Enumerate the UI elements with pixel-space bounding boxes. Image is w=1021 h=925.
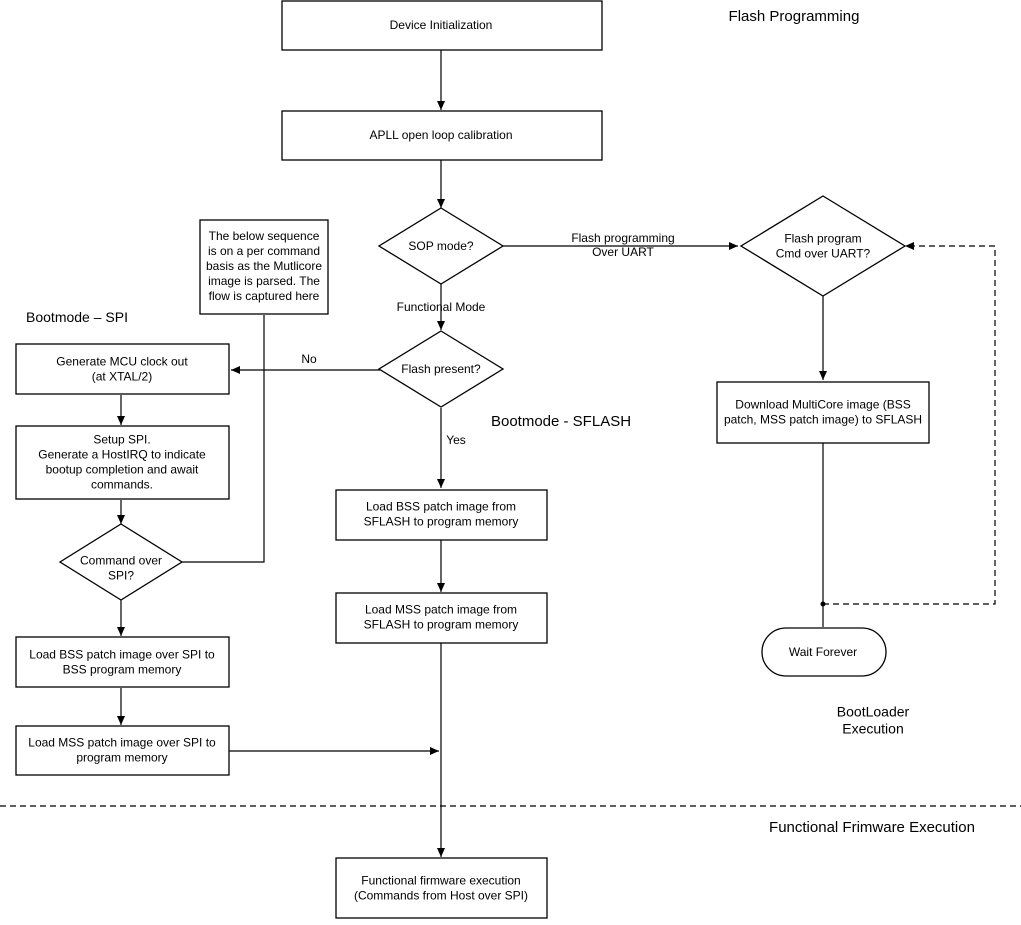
device-init-box: [281, 0, 603, 51]
no-edge-label-line: No: [301, 352, 317, 366]
setup-spi-label-line: commands.: [91, 478, 153, 492]
load-bss-spi-label-line: BSS program memory: [63, 663, 182, 677]
wait-forever-label-line: Wait Forever: [789, 645, 857, 659]
yes-edge-label-line: Yes: [446, 433, 466, 447]
sop-mode-diamond: [377, 207, 505, 285]
note-label-line: basis as the Mutlicore: [206, 259, 322, 273]
note-label-line: flow is captured here: [209, 289, 320, 303]
shapes: [15, 0, 930, 919]
yes-edge-label: Yes: [446, 433, 466, 447]
section-bootmode-spi-line: Bootmode – SPI: [26, 309, 128, 325]
note-label-line: The below sequence: [209, 229, 320, 243]
functional-fw-label-line: (Commands from Host over SPI): [354, 889, 528, 903]
functional-fw-box: [335, 857, 548, 919]
section-bootmode-sflash-line: Bootmode - SFLASH: [491, 413, 631, 430]
device-init-label-line: Device Initialization: [390, 18, 493, 32]
gen-mcu-clock-label-line: (at XTAL/2): [92, 370, 152, 384]
apll-label: APLL open loop calibration: [370, 128, 513, 142]
gen-mcu-clock-label: Generate MCU clock out(at XTAL/2): [56, 355, 188, 384]
load-mss-spi-label-line: program memory: [76, 751, 167, 765]
flash-programming-uart-edge-label-line: Flash programming: [571, 231, 674, 245]
line-note-to-cmd: [182, 315, 265, 563]
flash-present-diamond: [377, 330, 505, 408]
functional-mode-edge-label: Functional Mode: [397, 300, 486, 314]
device-init-label: Device Initialization: [390, 18, 493, 32]
load-bss-spi-label-line: Load BSS patch image over SPI to: [29, 648, 215, 662]
load-bss-sflash-label-line: SFLASH to program memory: [364, 515, 519, 529]
setup-spi-label-line: Generate a HostIRQ to indicate: [38, 448, 206, 462]
setup-spi-box: [15, 425, 230, 500]
no-edge-label: No: [301, 352, 317, 366]
load-bss-spi-box: [15, 636, 230, 688]
download-multicore-box: [716, 381, 930, 444]
load-bss-sflash-label-line: Load BSS patch image from: [366, 500, 516, 514]
section-bootloader-execution-line: Execution: [842, 721, 903, 737]
note-label-line: is on a per command: [208, 244, 320, 258]
load-mss-spi-label-line: Load MSS patch image over SPI to: [28, 736, 216, 750]
load-mss-sflash-label-line: Load MSS patch image from: [365, 603, 517, 617]
setup-spi-label: Setup SPI.Generate a HostIRQ to indicate…: [38, 433, 206, 492]
functional-mode-edge-label-line: Functional Mode: [397, 300, 486, 314]
flash-program-cmd-label-line: Cmd over UART?: [776, 247, 871, 261]
section-functional-firmware-execution-line: Functional Frimware Execution: [769, 819, 975, 836]
load-mss-sflash-box: [335, 592, 548, 644]
apll-box: [281, 110, 603, 161]
section-bootmode-sflash: Bootmode - SFLASH: [491, 413, 631, 430]
functional-fw-label-line: Functional firmware execution: [361, 874, 520, 888]
flash-program-cmd-diamond: [739, 195, 907, 297]
note-label-line: image is parsed. The: [208, 274, 320, 288]
command-over-spi-label-line: SPI?: [108, 569, 134, 583]
setup-spi-label-line: bootup completion and await: [46, 463, 199, 477]
connectors: [0, 50, 1021, 857]
section-bootmode-spi: Bootmode – SPI: [26, 309, 128, 325]
section-bootloader-execution-line: BootLoader: [837, 704, 910, 720]
section-functional-firmware-execution: Functional Frimware Execution: [769, 819, 975, 836]
command-over-spi-diamond: [58, 523, 184, 601]
section-flash-programming: Flash Programming: [729, 8, 860, 25]
sop-mode-label: SOP mode?: [408, 239, 473, 253]
flash-present-label-line: Flash present?: [401, 362, 481, 376]
load-mss-sflash-label-line: SFLASH to program memory: [364, 618, 519, 632]
setup-spi-label-line: Setup SPI.: [93, 433, 150, 447]
load-mss-spi-box: [15, 725, 230, 776]
load-bss-sflash-box: [335, 489, 548, 541]
download-multicore-label-line: Download MultiCore image (BSS: [735, 398, 910, 412]
functional-fw-label: Functional firmware execution(Commands f…: [354, 874, 528, 903]
gen-mcu-clock-label-line: Generate MCU clock out: [56, 355, 188, 369]
wait-forever-terminal: [761, 627, 887, 677]
note-box: [199, 219, 329, 315]
section-flash-programming-line: Flash Programming: [729, 8, 860, 25]
flash-program-cmd-label-line: Flash program: [784, 232, 861, 246]
command-over-spi-label-line: Command over: [80, 554, 162, 568]
wait-forever-label: Wait Forever: [789, 645, 857, 659]
dashed-loop-back: [823, 242, 996, 605]
flash-present-label: Flash present?: [401, 362, 481, 376]
gen-mcu-clock-box: [15, 343, 230, 395]
download-multicore-label-line: patch, MSS patch image) to SFLASH: [724, 413, 922, 427]
flash-programming-uart-edge-label-line: Over UART: [592, 245, 654, 259]
sop-mode-label-line: SOP mode?: [408, 239, 473, 253]
apll-label-line: APLL open loop calibration: [370, 128, 513, 142]
